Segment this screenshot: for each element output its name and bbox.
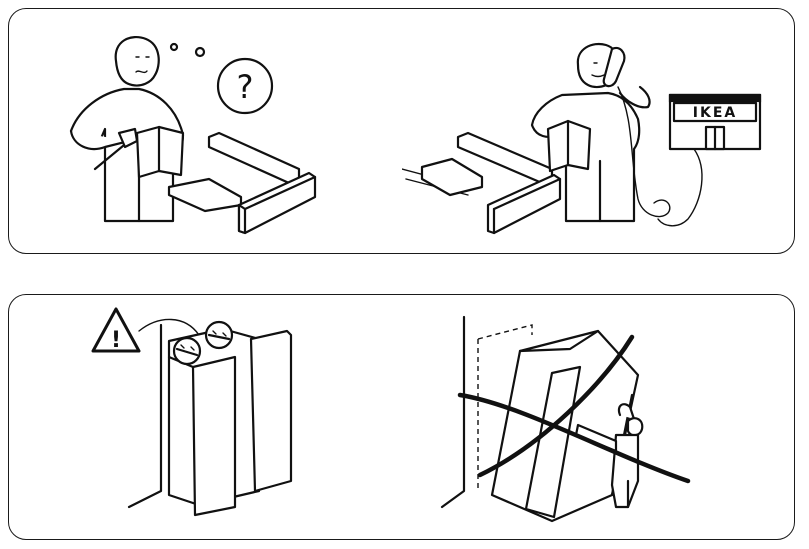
confused-assembler-illustration: ? xyxy=(69,35,317,235)
ikea-store-building: IKEA xyxy=(668,93,762,151)
cabinet-against-wall xyxy=(167,327,293,517)
correct-position-outline xyxy=(477,324,533,491)
instruction-booklet xyxy=(546,119,592,173)
flat-pack-panels xyxy=(167,131,317,235)
thought-bubble-small xyxy=(169,42,179,52)
question-mark: ? xyxy=(237,68,254,106)
question-bubble: ? xyxy=(216,57,274,115)
prohibited-x-mark xyxy=(457,334,691,484)
tip-over-safety-panel: ! xyxy=(8,294,795,540)
wall-corner xyxy=(440,315,466,509)
assembly-help-panel: ? xyxy=(8,8,795,254)
pointer-arc xyxy=(138,318,200,336)
phone-cord xyxy=(617,86,671,218)
confused-person xyxy=(69,35,185,223)
wall-anchor-warning-illustration: ! xyxy=(91,307,293,517)
phone-handset-icon xyxy=(602,46,626,88)
warning-triangle-icon: ! xyxy=(91,307,141,353)
cabinet-tipping-illustration xyxy=(440,315,691,523)
calling-store-illustration: IKEA xyxy=(402,42,762,235)
warning-mark: ! xyxy=(111,328,121,353)
wall-corner xyxy=(127,323,163,509)
thought-bubble-medium xyxy=(194,46,206,58)
store-sign: IKEA xyxy=(693,105,737,121)
instruction-booklet xyxy=(135,125,185,179)
calling-person xyxy=(530,42,703,227)
flat-pack-panels xyxy=(402,131,562,235)
wall-bracket-detail-icon xyxy=(172,320,234,366)
